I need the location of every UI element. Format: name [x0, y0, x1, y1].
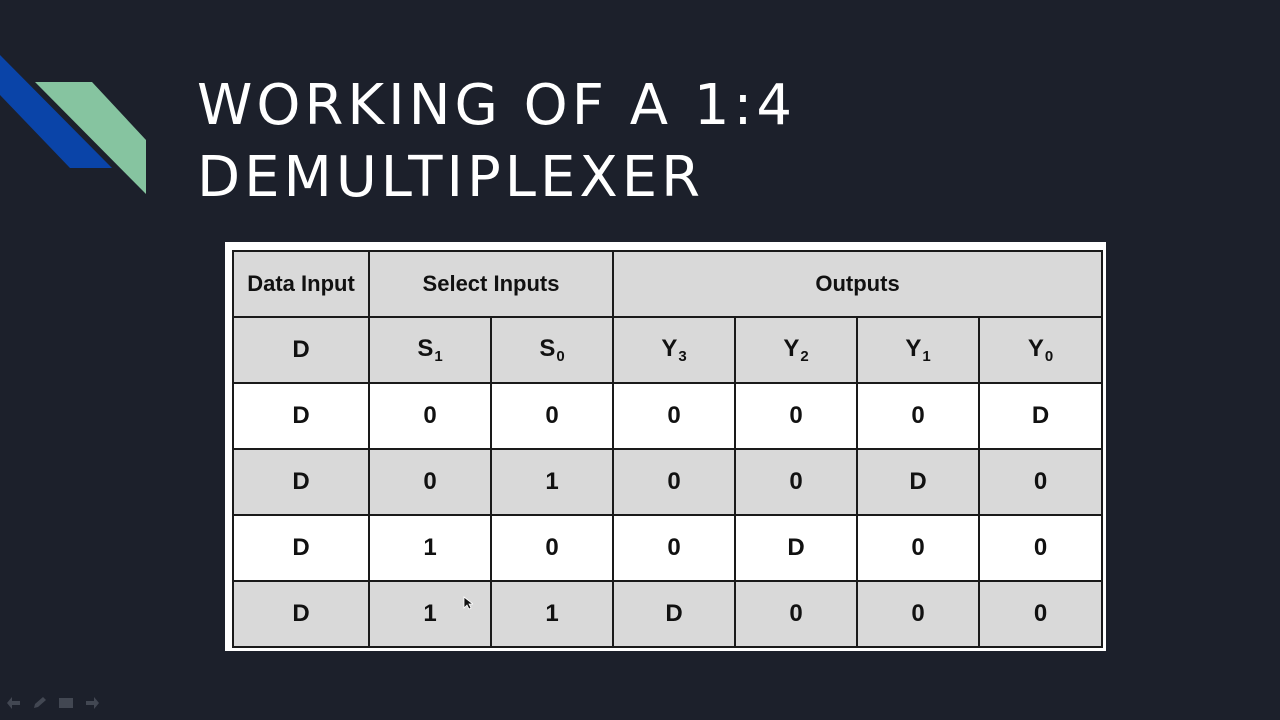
- table-cell: D: [232, 580, 370, 648]
- header-outputs: Outputs: [612, 250, 1104, 318]
- green-stripe: [35, 82, 146, 194]
- table-cell: D: [232, 382, 370, 450]
- column-header-cell: Y2: [734, 316, 859, 384]
- presenter-toolbar: [6, 696, 100, 710]
- table-cell: D: [232, 448, 370, 516]
- table-cell: D: [734, 514, 859, 582]
- column-header-cell: Y0: [978, 316, 1104, 384]
- slides-icon[interactable]: [58, 696, 74, 710]
- table-cell: 0: [489, 382, 615, 450]
- table-cell: D: [978, 382, 1104, 450]
- slide-title: WORKING OF A 1:4 DEMULTIPLEXER: [197, 70, 796, 214]
- table-cell: 0: [612, 448, 737, 516]
- table-cell: D: [612, 580, 737, 648]
- table-cell: 1: [368, 514, 492, 582]
- header-select-inputs: Select Inputs: [367, 250, 615, 318]
- table-cell: D: [856, 448, 981, 516]
- group-header-row: Data Input Select Inputs Outputs: [232, 250, 1104, 318]
- title-line-1: WORKING OF A 1:4: [197, 73, 797, 138]
- title-line-2: DEMULTIPLEXER: [197, 145, 705, 210]
- table-cell: 0: [489, 514, 615, 582]
- column-header-symbol: Y: [905, 335, 922, 362]
- mouse-cursor-icon: [463, 596, 473, 610]
- column-header-cell: D: [232, 316, 370, 384]
- table-cell: D: [232, 514, 370, 582]
- column-header-symbol: Y: [783, 335, 800, 362]
- column-header-subscript: 0: [1044, 348, 1054, 365]
- pen-icon[interactable]: [32, 696, 48, 710]
- table-cell: 0: [734, 382, 859, 450]
- table-cell: 0: [978, 514, 1104, 582]
- table-cell: 0: [368, 448, 492, 516]
- column-header-symbol: S: [539, 335, 556, 362]
- column-header-subscript: 0: [556, 348, 565, 365]
- prev-arrow-icon[interactable]: [6, 696, 22, 710]
- column-header-symbol: S: [417, 335, 434, 362]
- column-header-symbol: Y: [1027, 335, 1044, 362]
- table-cell: 1: [489, 580, 615, 648]
- table-cell: 0: [734, 448, 859, 516]
- table-cell: 0: [612, 514, 737, 582]
- blue-stripe: [0, 55, 112, 168]
- table-cell: 0: [734, 580, 859, 648]
- table-cell: 1: [489, 448, 615, 516]
- table-cell: 0: [368, 382, 492, 450]
- column-header-cell: Y1: [856, 316, 981, 384]
- table-cell: 1: [368, 580, 492, 648]
- header-data-input: Data Input: [232, 250, 370, 318]
- table-cell: 0: [856, 382, 981, 450]
- table-cell: 0: [856, 514, 981, 582]
- next-arrow-icon[interactable]: [84, 696, 100, 710]
- table-cell: 0: [856, 580, 981, 648]
- table-cell: 0: [612, 382, 737, 450]
- column-header-cell: S1: [368, 316, 492, 384]
- column-header-symbol: D: [292, 336, 310, 363]
- column-header-cell: S0: [489, 316, 615, 384]
- table-cell: 0: [978, 448, 1104, 516]
- decorative-stripes: [0, 55, 146, 194]
- table-cell: 0: [978, 580, 1104, 648]
- column-header-subscript: 1: [434, 348, 443, 365]
- column-header-symbol: Y: [661, 335, 678, 362]
- column-header-subscript: 2: [800, 348, 809, 365]
- column-header-cell: Y3: [612, 316, 737, 384]
- column-header-subscript: 1: [922, 348, 931, 365]
- column-header-subscript: 3: [678, 348, 687, 365]
